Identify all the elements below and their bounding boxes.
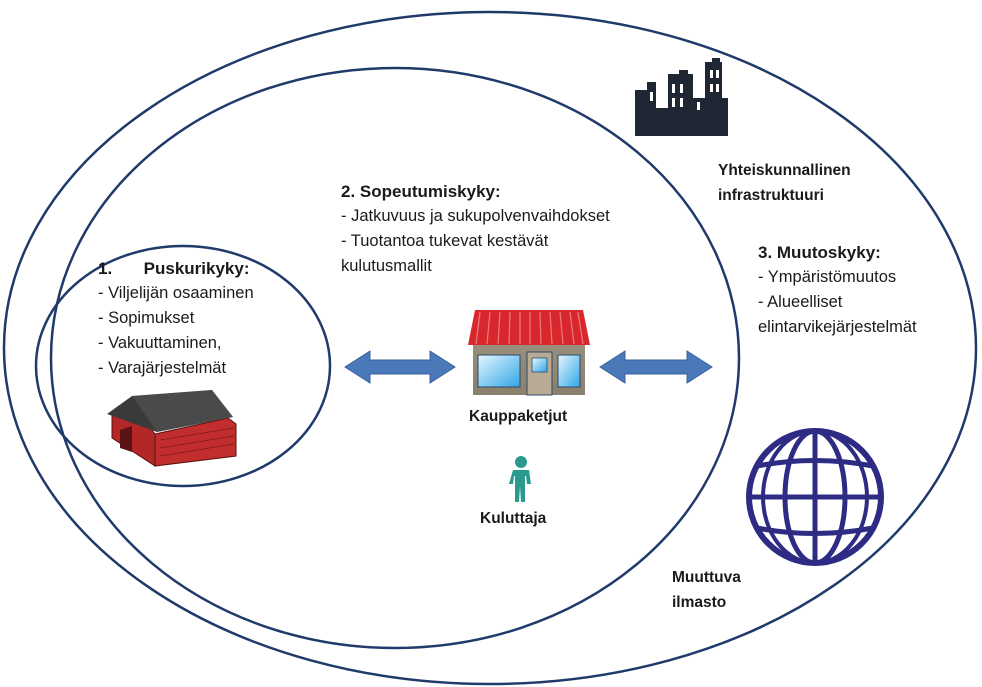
- infrastructure-label: Yhteiskunnallinen infrastruktuuri: [718, 158, 851, 208]
- list-item: - Alueelliset: [758, 293, 843, 311]
- climate-label: Muuttuva ilmasto: [672, 565, 741, 615]
- shop-label: Kauppaketjut: [469, 408, 568, 425]
- city-icon: [635, 58, 728, 136]
- list-item: - Viljelijän osaaminen: [98, 284, 254, 302]
- list-item: kulutusmallit: [341, 257, 432, 275]
- shop-icon: [468, 310, 590, 396]
- infrastructure-line-1: Yhteiskunnallinen: [718, 162, 851, 179]
- capacity-2-title: 2. Sopeutumiskyky:: [341, 182, 501, 201]
- capacity-2-block: 2. Sopeutumiskyky: - Jatkuvuus ja sukupo…: [341, 182, 610, 279]
- consumer-label: Kuluttaja: [480, 510, 547, 527]
- barn-icon: [107, 390, 237, 467]
- outer-ring: [2, 10, 978, 686]
- capacity-1-title: Puskurikyky:: [143, 259, 250, 278]
- list-item: - Tuotantoa tukevat kestävät: [341, 232, 549, 250]
- inner-ring: [34, 244, 332, 488]
- double-arrow-icon: [344, 350, 456, 384]
- list-item: - Vakuuttaminen,: [98, 334, 222, 352]
- capacity-1-list: - Viljelijän osaaminen - Sopimukset - Va…: [98, 281, 254, 381]
- list-item: elintarvikejärjestelmät: [758, 318, 917, 336]
- capacity-3-list: - Ympäristömuutos - Alueelliset elintarv…: [758, 265, 917, 340]
- capacity-1-number: 1.: [98, 259, 113, 278]
- capacity-1-block: 1. Puskurikyky: - Viljelijän osaaminen -…: [98, 259, 254, 381]
- climate-line-2: ilmasto: [672, 594, 727, 611]
- climate-line-1: Muuttuva: [672, 569, 741, 586]
- list-item: - Varajärjestelmät: [98, 359, 227, 377]
- list-item: - Jatkuvuus ja sukupolvenvaihdokset: [341, 207, 610, 225]
- consumer-icon: [509, 456, 531, 502]
- capacity-3-block: 3. Muutoskyky: - Ympäristömuutos - Aluee…: [758, 243, 917, 340]
- capacity-3-title: 3. Muutoskyky:: [758, 243, 881, 262]
- list-item: - Sopimukset: [98, 309, 195, 327]
- double-arrow-icon: [599, 350, 713, 384]
- capacity-2-list: - Jatkuvuus ja sukupolvenvaihdokset - Tu…: [341, 204, 610, 279]
- middle-ring: [49, 66, 741, 650]
- infrastructure-line-2: infrastruktuuri: [718, 187, 824, 204]
- globe-icon: [746, 428, 884, 566]
- list-item: - Ympäristömuutos: [758, 268, 897, 286]
